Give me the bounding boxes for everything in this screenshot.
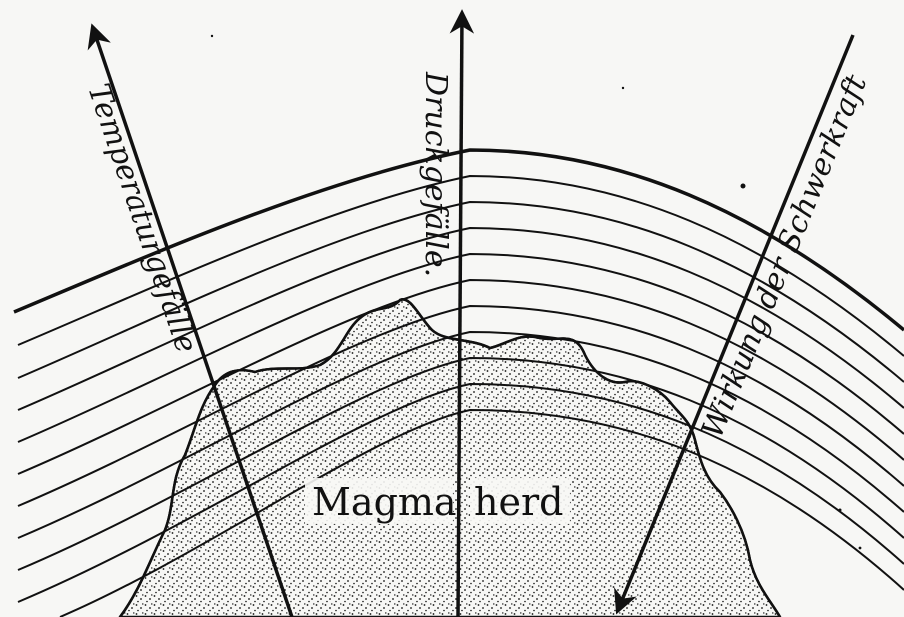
herd-word-label: herd xyxy=(474,480,563,524)
magma-word-label: Magma xyxy=(312,480,457,524)
pressure-gradient-label: Druckgefälle. xyxy=(418,71,453,277)
